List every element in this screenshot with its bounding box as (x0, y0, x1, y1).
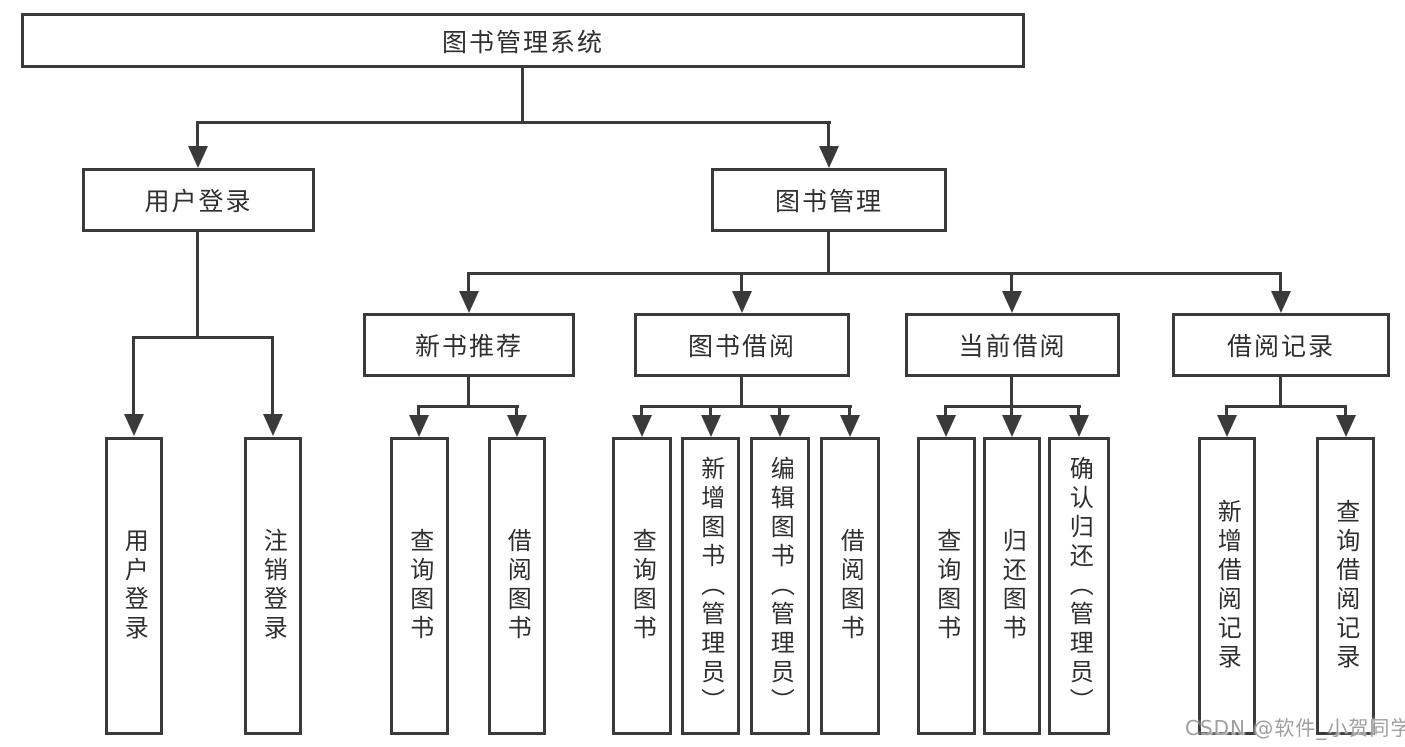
arrow-down-icon (1336, 415, 1356, 437)
node-label: 图书借阅 (687, 332, 796, 361)
connector-line (467, 272, 470, 293)
connector-line (1010, 405, 1013, 418)
arrow-down-icon (1271, 291, 1291, 313)
csdn-watermark: CSDN @软件_小贺同学 (1185, 716, 1405, 740)
arrow-down-icon (840, 415, 860, 437)
node-new-book-recommendation: 新书推荐 (363, 313, 575, 377)
leaf-query-books-recommend: 查询图书 (390, 437, 449, 735)
arrow-down-icon (1217, 415, 1237, 437)
connector-line (521, 68, 524, 124)
leaf-label: 注销登录 (259, 528, 288, 644)
leaf-label: 借阅图书 (836, 528, 865, 644)
arrow-down-icon (409, 415, 429, 437)
connector-line (417, 405, 420, 418)
node-label: 图书管理系统 (441, 27, 604, 57)
leaf-return-books: 归还图书 (983, 437, 1041, 735)
leaf-borrow-books-recommend: 借阅图书 (488, 437, 546, 735)
connector-line (1010, 376, 1013, 407)
leaf-borrow-books-borrowing: 借阅图书 (820, 437, 880, 735)
leaf-label: 归还图书 (998, 528, 1027, 644)
leaf-add-books-admin: 新增图书（管理员） (681, 437, 740, 735)
node-label: 图书管理 (774, 187, 883, 216)
leaf-label: 查询借阅记录 (1331, 499, 1360, 673)
leaf-label: 查询图书 (628, 528, 657, 644)
leaf-edit-books-admin: 编辑图书（管理员） (750, 437, 810, 735)
connector-line (740, 376, 743, 407)
connector-line (132, 336, 274, 339)
connector-line (709, 405, 712, 418)
connector-line (740, 272, 743, 293)
arrow-down-icon (732, 291, 752, 313)
connector-line (467, 376, 470, 407)
connector-line (1279, 376, 1282, 407)
connector-line (778, 405, 781, 418)
node-current-borrowing: 当前借阅 (905, 313, 1120, 377)
node-user-login: 用户登录 (82, 168, 315, 232)
arrow-down-icon (507, 415, 527, 437)
leaf-label: 确认归还（管理员） (1065, 455, 1094, 717)
leaf-label: 新增借阅记录 (1213, 499, 1242, 673)
arrow-down-icon (936, 415, 956, 437)
connector-line (1279, 272, 1282, 293)
arrow-down-icon (124, 414, 144, 436)
connector-line (944, 405, 947, 418)
leaf-query-books-current: 查询图书 (917, 437, 976, 735)
arrow-down-icon (1002, 415, 1022, 437)
connector-line (467, 272, 1282, 275)
connector-line (827, 121, 830, 149)
node-book-borrowing: 图书借阅 (634, 313, 850, 377)
node-library-system: 图书管理系统 (21, 13, 1025, 68)
arrow-down-icon (263, 414, 283, 436)
leaf-label: 查询图书 (932, 528, 961, 644)
connector-line (196, 232, 199, 338)
arrow-down-icon (1069, 415, 1089, 437)
connector-line (515, 405, 518, 418)
connector-line (1010, 272, 1013, 293)
arrow-down-icon (188, 146, 208, 168)
connector-line (848, 405, 851, 418)
connector-line (1225, 405, 1347, 408)
connector-line (417, 405, 519, 408)
arrow-down-icon (819, 146, 839, 168)
node-label: 当前借阅 (958, 332, 1067, 361)
leaf-confirm-return-admin: 确认归还（管理员） (1048, 437, 1110, 735)
connector-line (640, 405, 852, 408)
connector-line (271, 336, 274, 416)
arrow-down-icon (1002, 291, 1022, 313)
arrow-down-icon (701, 415, 721, 437)
connector-line (1225, 405, 1228, 418)
leaf-label: 查询图书 (405, 528, 434, 644)
arrow-down-icon (632, 415, 652, 437)
connector-line (196, 121, 199, 149)
leaf-label: 用户登录 (120, 528, 149, 644)
leaf-add-borrow-record: 新增借阅记录 (1198, 437, 1256, 735)
connector-line (197, 121, 831, 124)
connector-line (1077, 405, 1080, 418)
arrow-down-icon (459, 291, 479, 313)
node-book-management: 图书管理 (711, 168, 947, 232)
node-label: 新书推荐 (414, 332, 523, 361)
connector-line (827, 232, 830, 274)
leaf-logout: 注销登录 (244, 437, 302, 735)
leaf-label: 编辑图书（管理员） (766, 455, 795, 717)
connector-line (1344, 405, 1347, 418)
connector-line (132, 336, 135, 416)
leaf-user-login: 用户登录 (105, 437, 163, 735)
leaf-query-borrow-record: 查询借阅记录 (1316, 437, 1375, 735)
node-label: 借阅记录 (1226, 332, 1335, 361)
leaf-label: 借阅图书 (503, 528, 532, 644)
arrow-down-icon (770, 415, 790, 437)
leaf-query-books-borrowing: 查询图书 (612, 437, 672, 735)
node-label: 用户登录 (144, 187, 253, 216)
connector-line (640, 405, 643, 418)
leaf-label: 新增图书（管理员） (696, 455, 725, 717)
node-borrowing-records: 借阅记录 (1172, 313, 1390, 377)
